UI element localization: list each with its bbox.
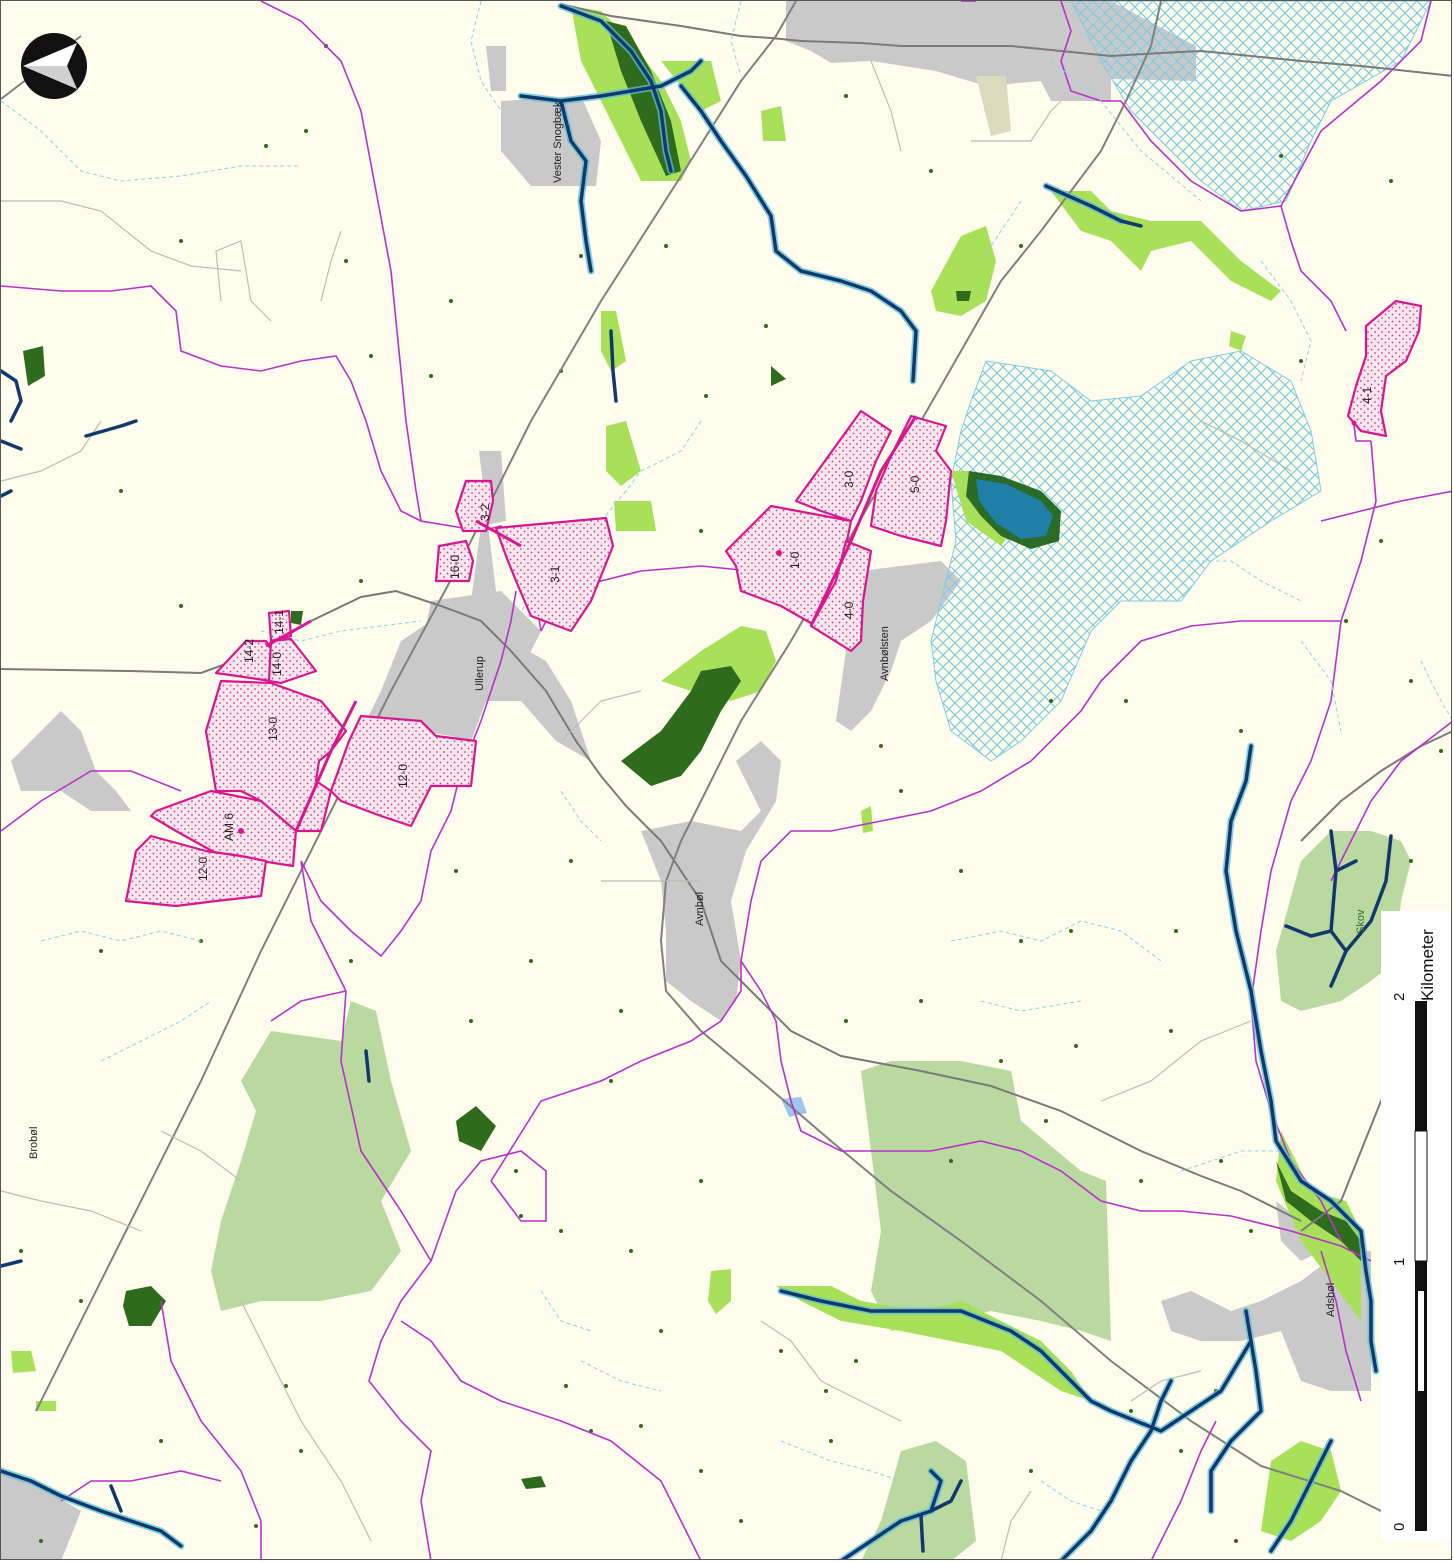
area-label-4-0: 4-0 (842, 601, 856, 619)
area-labels: 3-2 16-0 3-1 3-0 5-0 1-0 4-0 14-2 14-1 1… (196, 386, 1374, 881)
area-3-2 (454, 479, 495, 533)
area-3-0 (794, 409, 893, 523)
area-label-3-0: 3-0 (842, 470, 856, 488)
area-label-12-0b: 12-0 (196, 857, 210, 881)
area-label-12-0a: 12-0 (396, 764, 410, 788)
area-label-14-0: 14-0 (270, 652, 284, 676)
scale-bar-title: Kilometer (1418, 929, 1437, 1001)
minor-roads (1, 60, 1292, 1559)
forest-areas (211, 831, 1411, 1559)
place-label-vester-snogbaek: Vester Snogbæk (552, 101, 564, 183)
scale-bar-tick-0: 0 (1391, 1523, 1408, 1531)
scale-bar-segment (1415, 1001, 1427, 1131)
area-3-1 (494, 516, 615, 633)
area-label-14-1: 14-1 (272, 610, 286, 634)
scale-bar: Kilometer 0 1 2 (1381, 911, 1451, 1541)
area-label-3-1: 3-1 (548, 565, 562, 583)
small-woodland-patches (19, 44, 1443, 1543)
place-label-brobol: Brobøl (28, 1127, 40, 1159)
scale-bar-segment (1418, 1291, 1424, 1391)
area-12-0b (124, 834, 268, 908)
area-label-3-2: 3-2 (478, 503, 492, 521)
scale-bar-tick-1: 1 (1391, 1258, 1408, 1266)
scale-bar-segment (1414, 1130, 1428, 1262)
scale-bar-tick-2: 2 (1391, 993, 1408, 1001)
area-label-16-0: 16-0 (448, 555, 462, 579)
area-5-0 (869, 414, 953, 548)
area-12-0a (329, 714, 478, 828)
area-1-0 (724, 504, 853, 628)
area-markers (238, 420, 1357, 834)
place-labels: Vester Snogbæk Ullerup Avnbølsten Avnbøl… (28, 101, 1367, 1317)
area-label-AM6: AM 6 (222, 813, 236, 841)
area-14-0 (267, 637, 318, 685)
area-label-1-0: 1-0 (788, 551, 802, 569)
place-label-skov: Skov (1355, 909, 1367, 934)
area-label-13-0: 13-0 (266, 717, 280, 741)
place-label-avnbol: Avnbøl (694, 892, 706, 926)
area-label-4-1: 4-1 (1360, 386, 1374, 404)
area-label-14-2: 14-2 (242, 639, 256, 663)
area-4-0 (809, 539, 873, 653)
lake (781, 471, 1061, 1117)
area-label-5-0: 5-0 (908, 475, 922, 493)
streams (1, 4, 1393, 1559)
area-16-0 (434, 539, 475, 583)
place-label-adsbol: Adsbøl (1325, 1283, 1337, 1317)
north-arrow-icon (21, 33, 87, 99)
place-label-ullerup: Ullerup (474, 656, 486, 691)
scale-bar-segment (1415, 1391, 1427, 1531)
area-4-1 (1346, 299, 1423, 438)
place-label-avnbolsten: Avnbølsten (879, 626, 891, 681)
area-railway-edges (265, 415, 918, 832)
